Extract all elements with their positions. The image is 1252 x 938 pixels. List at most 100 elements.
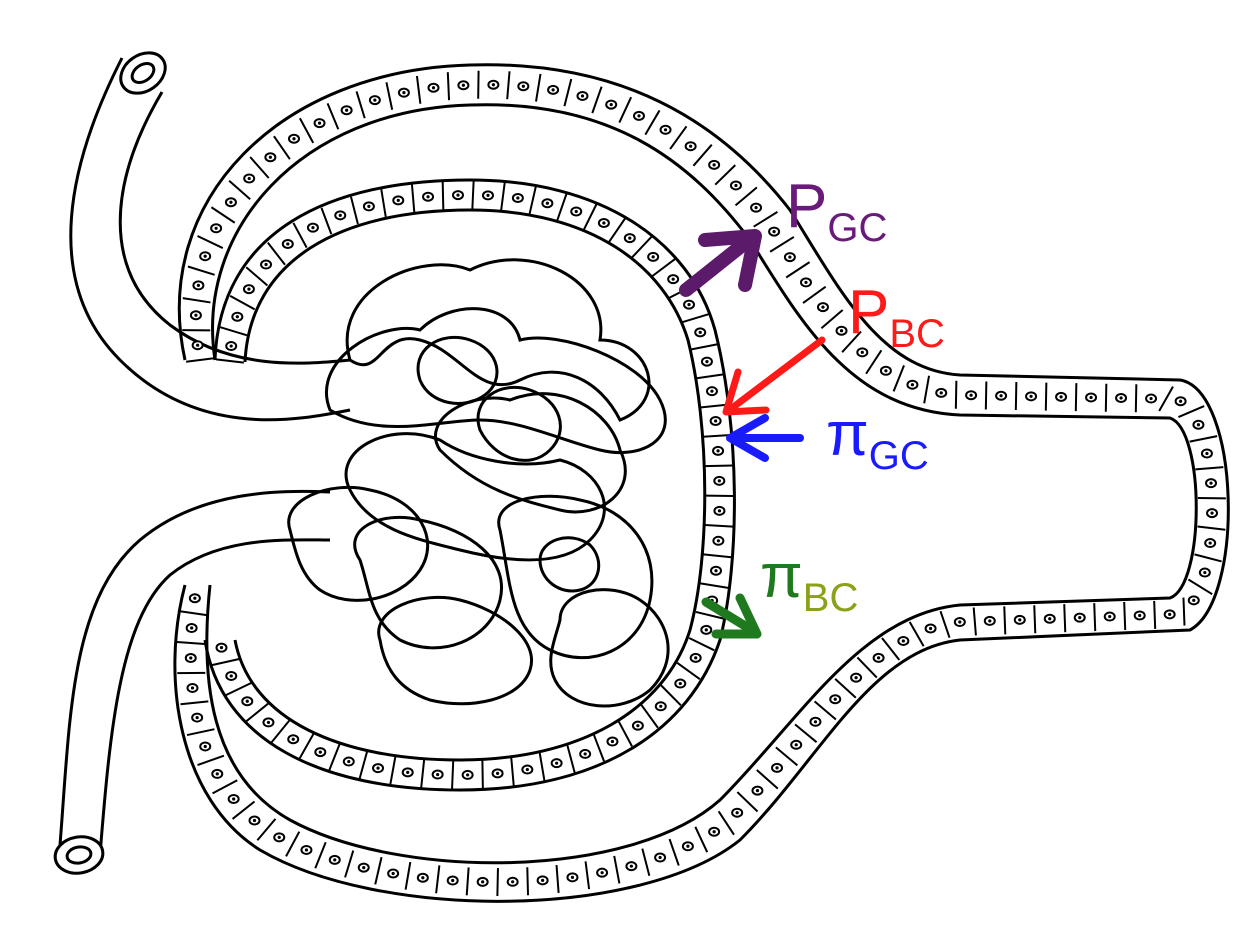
cell-nucleolus [704,628,708,632]
cell-nucleolus [1078,616,1082,620]
cell-nucleolus [1149,396,1153,401]
cell-border [785,261,811,279]
cell-border [256,818,277,841]
cell-border [668,838,680,866]
cell-nucleolus [347,759,351,764]
cell-border [593,734,605,762]
cell-nucleolus [755,789,760,793]
cell-border [608,217,626,243]
cell-border [688,637,715,652]
cell-nucleolus [716,539,720,543]
cell-nucleolus [833,697,837,701]
cell-border [644,109,661,136]
cell-border [219,326,248,337]
cell-border [641,848,651,876]
cell-border [984,381,988,410]
cell-border [328,743,341,771]
cell-border [566,745,576,773]
cell-border [273,135,291,160]
cell-nucleolus [876,656,881,660]
cell-nucleolus [754,206,758,210]
cell-nucleolus [651,255,655,259]
cell-border [231,800,256,820]
cell-nucleolus [190,626,194,630]
cell-border [714,164,736,186]
cell-nucleolus [1179,399,1183,403]
cell-border [618,96,633,124]
cell-nucleolus [431,86,436,90]
cell-nucleolus [689,144,693,148]
cell-nucleolus [775,766,779,770]
cell-nucleolus [629,864,633,868]
cell-nucleolus [311,226,315,230]
cell-border [613,855,621,884]
cell-nucleolus [788,255,792,259]
cell-nucleolus [304,848,309,852]
cell-nucleolus [710,389,714,393]
pibc-label-main: π [760,542,803,611]
cell-border [270,719,291,743]
cell-nucleolus [481,880,485,884]
cell-nucleolus [628,236,632,240]
cell-nucleolus [541,878,545,882]
cell-nucleolus [910,383,915,387]
cell-nucleolus [659,704,663,708]
pbc-label-sub: BC [889,312,945,356]
cell-nucleolus [252,818,257,823]
cell-border [794,723,818,743]
cell-nucleolus [580,94,585,98]
cell-border [775,746,799,767]
cell-nucleolus [292,137,296,141]
cell-border [1178,405,1205,418]
cell-border [526,867,530,896]
cell-border [385,82,394,110]
cell-border [215,358,245,364]
cell-border [180,700,209,706]
cell-border [681,313,709,324]
cell-border [1195,466,1224,471]
cell-nucleolus [516,196,520,200]
cell-border [178,610,207,617]
cell-nucleolus [714,569,718,573]
cell-border [285,831,301,857]
cell-nucleolus [1210,511,1214,515]
cell-nucleolus [1018,618,1022,622]
cell-border [380,189,387,218]
cell-border [834,678,857,699]
cell-border [591,86,603,114]
pibc-label: πBC [760,546,858,619]
cell-nucleolus [235,315,239,319]
cell-border [820,309,844,329]
cell-nucleolus [602,221,606,225]
cell-border [908,621,925,647]
cell-border [583,203,598,230]
cell-nucleolus [436,772,440,777]
cell-nucleolus [247,176,251,181]
cell-nucleolus [988,619,992,623]
cell-nucleolus [286,242,290,246]
cell-nucleolus [203,254,207,258]
cell-nucleolus [694,656,698,660]
cell-nucleolus [266,720,271,725]
cell-nucleolus [671,277,675,281]
cell-border [355,91,366,119]
pbc-label: PBC [848,282,945,355]
cell-border [555,864,560,894]
cell-border [939,610,951,639]
cell-nucleolus [821,305,825,309]
cell-border [197,235,224,249]
pibc-arrow [701,593,762,639]
cell-border [374,856,383,885]
cell-nucleolus [291,737,295,741]
cell-nucleolus [698,330,702,334]
cell-border [813,700,837,721]
cell-nucleolus [466,773,470,777]
cell-nucleolus [901,639,905,643]
cell-nucleolus [705,360,709,364]
cell-border [186,728,215,737]
cell-border [736,791,759,813]
cell-nucleolus [717,509,722,513]
cell-nucleolus [203,744,207,749]
cell-border [584,861,591,890]
cell-border [1044,382,1048,411]
